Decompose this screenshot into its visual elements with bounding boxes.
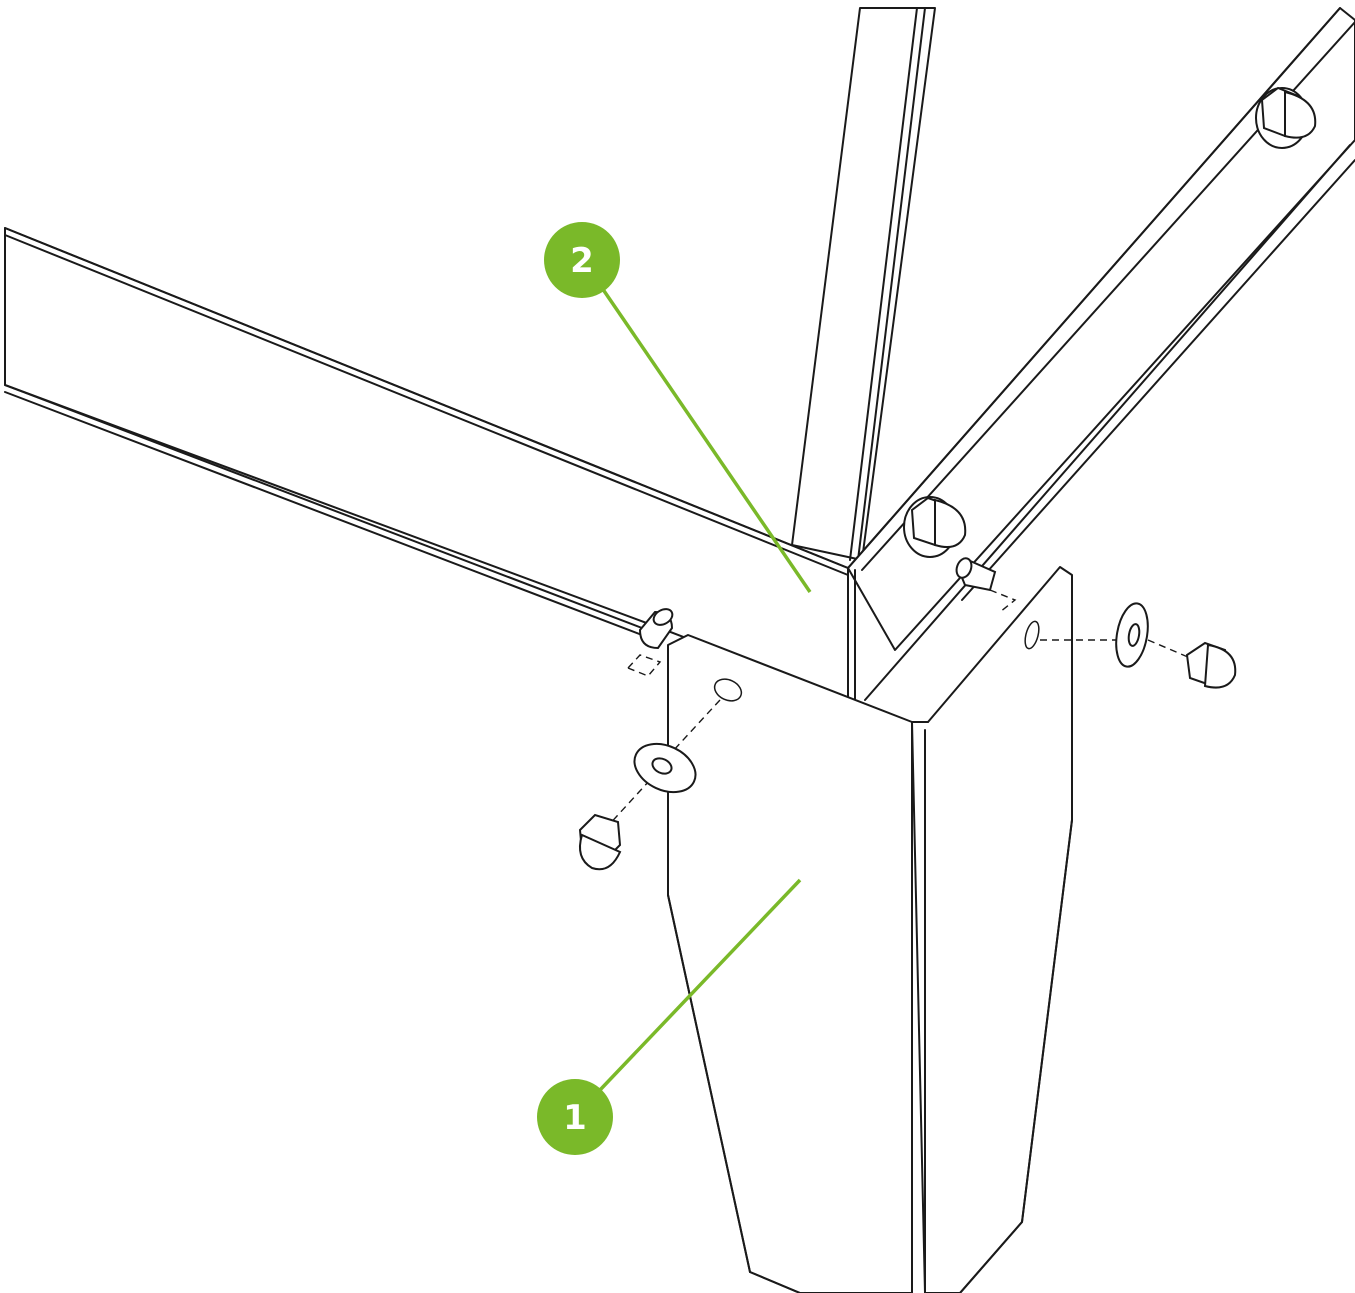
acorn-nut-icon — [1185, 641, 1237, 689]
callout-1: 1 — [537, 878, 802, 1155]
flat-washer-icon — [633, 742, 697, 794]
pin-stud-icon — [955, 557, 997, 592]
rear-post — [791, 7, 936, 561]
callout-2: 2 — [544, 222, 812, 593]
left-rail — [4, 227, 856, 701]
flat-washer-icon — [1115, 602, 1149, 668]
callout-2-label: 2 — [570, 241, 594, 281]
acorn-nut-icon — [1255, 86, 1317, 149]
pin-stud-icon — [638, 608, 674, 650]
callout-1-label: 1 — [563, 1098, 587, 1138]
acorn-nut-icon — [578, 813, 622, 871]
leg-bracket — [667, 566, 1073, 1293]
acorn-nut-icon — [903, 496, 967, 558]
